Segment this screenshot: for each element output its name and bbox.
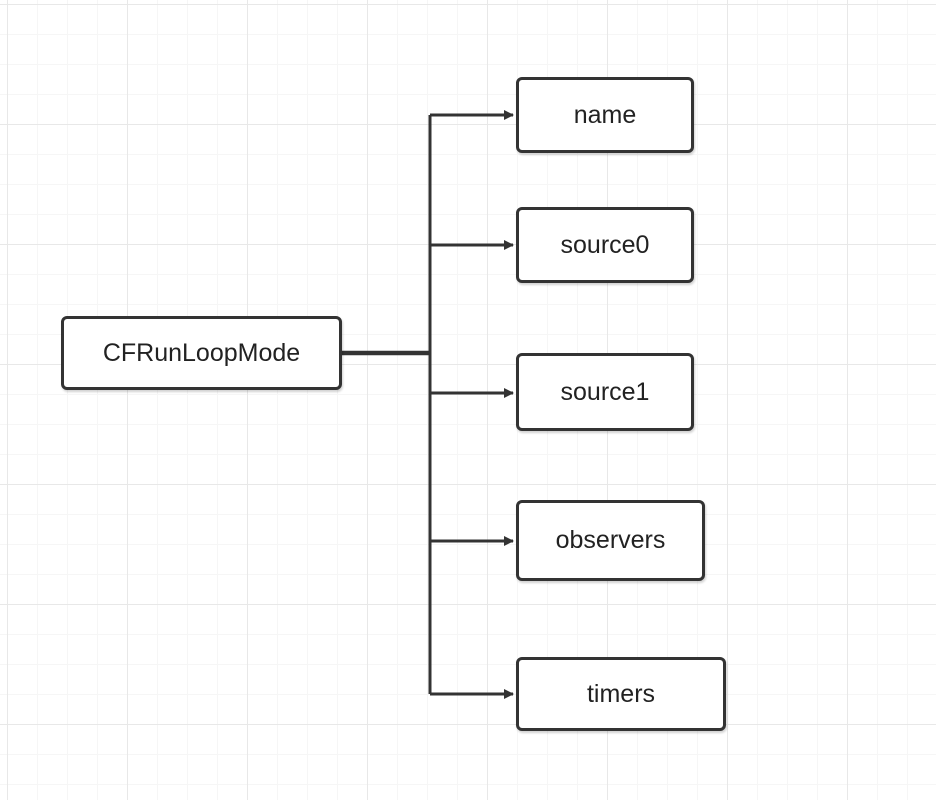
timers-node: timers xyxy=(516,657,726,731)
source1-label: source1 xyxy=(560,377,650,406)
source0-label: source0 xyxy=(560,230,650,259)
observers-node: observers xyxy=(516,500,705,581)
source1-node: source1 xyxy=(516,353,694,431)
timers-label: timers xyxy=(586,679,656,708)
cfrunloopmode-label: CFRunLoopMode xyxy=(102,338,301,367)
source0-node: source0 xyxy=(516,207,694,283)
name-label: name xyxy=(573,100,637,129)
name-node: name xyxy=(516,77,694,153)
cfrunloopmode-node: CFRunLoopMode xyxy=(61,316,342,390)
observers-label: observers xyxy=(555,526,666,554)
